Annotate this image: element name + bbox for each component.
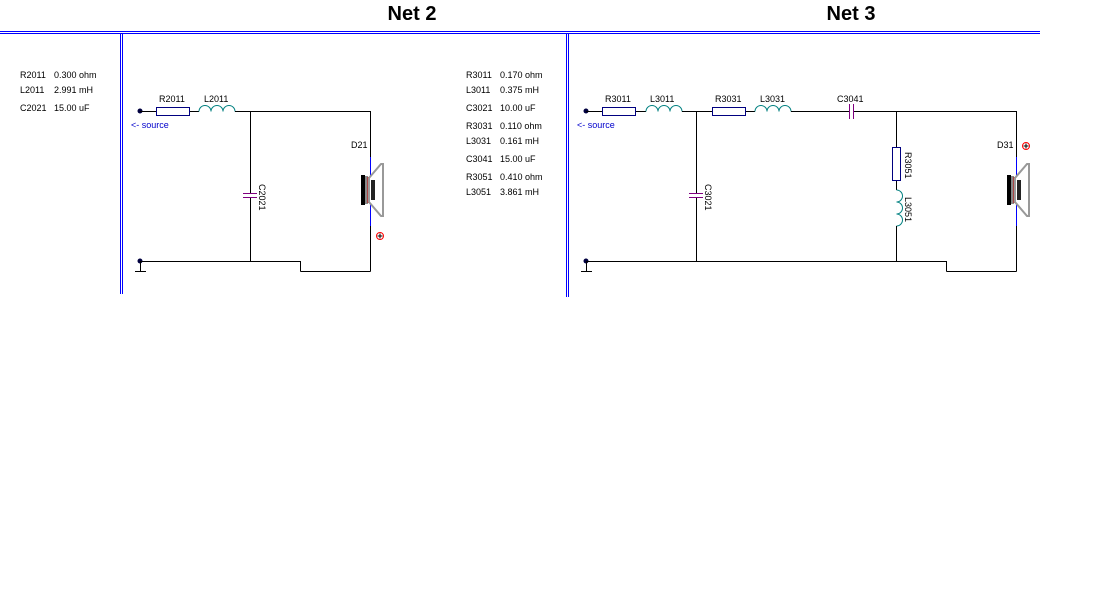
value-name: L3031 xyxy=(466,136,491,146)
value-name: R3011 xyxy=(466,70,492,80)
value: 15.00 uF xyxy=(500,154,536,164)
resistor-r3011[interactable] xyxy=(602,107,636,116)
source-label: <- source xyxy=(131,120,169,130)
inductor-l3011[interactable] xyxy=(645,105,683,112)
value: 15.00 uF xyxy=(54,103,90,113)
resistor-r3031[interactable] xyxy=(712,107,746,116)
value: 2.991 mH xyxy=(54,85,93,95)
speaker-driver-d21[interactable] xyxy=(361,163,384,217)
value: 10.00 uF xyxy=(500,103,536,113)
value-name: R2011 xyxy=(20,70,46,80)
value: 0.375 mH xyxy=(500,85,539,95)
value: 0.110 ohm xyxy=(500,121,542,131)
capacitor-label: C3021 xyxy=(703,184,713,211)
resistor-label: R3051 xyxy=(903,152,913,179)
value-name: C3021 xyxy=(466,103,493,113)
resistor-label: R3011 xyxy=(605,94,631,104)
value: 3.861 mH xyxy=(500,187,539,197)
polarity-plus-icon xyxy=(376,232,384,240)
driver-label: D21 xyxy=(351,140,368,150)
ground-icon xyxy=(581,261,592,272)
resistor-r2011[interactable] xyxy=(156,107,190,116)
capacitor-c3021[interactable] xyxy=(689,193,703,198)
net-2-title: Net 2 xyxy=(388,3,437,25)
inductor-label: L3011 xyxy=(650,94,674,104)
divider-lines xyxy=(0,31,1040,297)
source-label: <- source xyxy=(577,120,615,130)
value-name: R3031 xyxy=(466,121,493,131)
value-name: L3051 xyxy=(466,187,491,197)
inductor-label: L2011 xyxy=(204,94,228,104)
net-3-value-list: R3011 0.170 ohm L3011 0.375 mH C3021 10.… xyxy=(466,70,543,197)
inductor-label: L3051 xyxy=(903,197,913,222)
value-name: R3051 xyxy=(466,172,493,182)
resistor-r3051[interactable] xyxy=(892,147,901,181)
polarity-plus-icon xyxy=(1022,142,1030,150)
ground-icon xyxy=(135,261,146,272)
inductor-l3031[interactable] xyxy=(754,105,792,112)
value-name: C3041 xyxy=(466,154,493,164)
capacitor-label: C2021 xyxy=(257,184,267,211)
resistor-label: R2011 xyxy=(159,94,185,104)
value: 0.161 mH xyxy=(500,136,539,146)
value: 0.300 ohm xyxy=(54,70,97,80)
resistor-label: R3031 xyxy=(715,94,742,104)
value: 0.170 ohm xyxy=(500,70,543,80)
capacitor-c2021[interactable] xyxy=(243,193,257,198)
capacitor-label: C3041 xyxy=(837,94,864,104)
net-3-circuit: <- source R3011 L3011 R3031 L3031 C3041 … xyxy=(577,94,1030,272)
value-name: L2011 xyxy=(20,85,44,95)
inductor-label: L3031 xyxy=(760,94,785,104)
value-name: C2021 xyxy=(20,103,47,113)
inductor-l3051[interactable] xyxy=(896,189,903,227)
net-2-value-list: R2011 0.300 ohm L2011 2.991 mH C2021 15.… xyxy=(20,70,97,113)
value: 0.410 ohm xyxy=(500,172,543,182)
net-2-circuit: <- source R2011 L2011 C2021 D21 xyxy=(131,94,384,272)
capacitor-c3041[interactable] xyxy=(849,104,854,119)
net-3-title: Net 3 xyxy=(827,3,876,25)
inductor-l2011[interactable] xyxy=(198,105,236,112)
value-name: L3011 xyxy=(466,85,490,95)
driver-label: D31 xyxy=(997,140,1014,150)
speaker-driver-d31[interactable] xyxy=(1007,163,1030,217)
